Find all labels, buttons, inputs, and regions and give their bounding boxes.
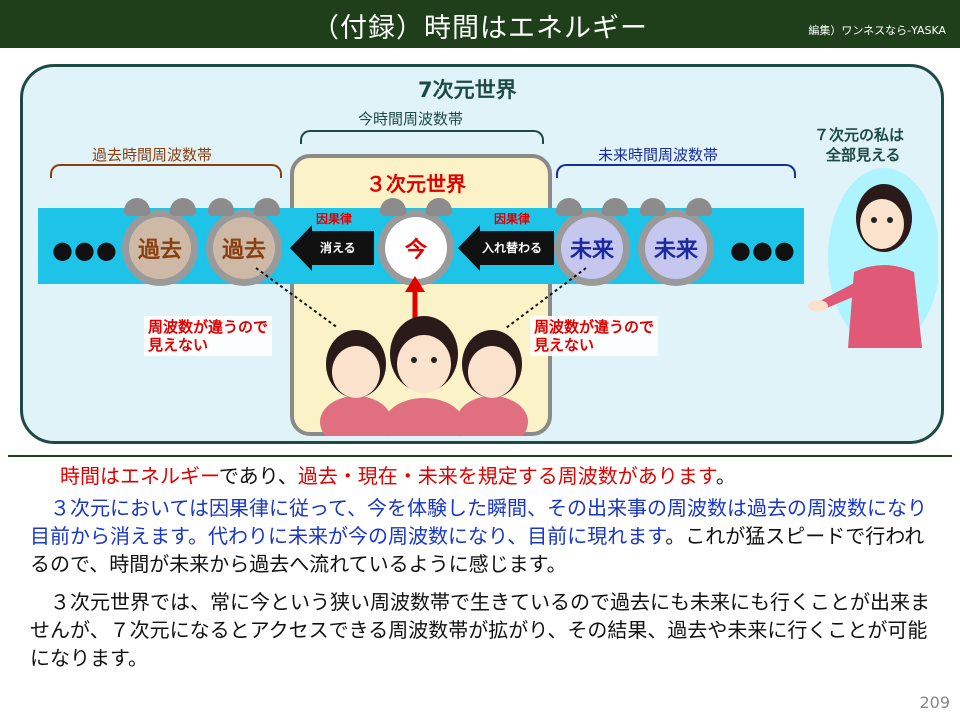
causality-arrow-right: 入れ替わる — [458, 225, 554, 271]
note-left-line1: 周波数が違うので — [148, 318, 269, 336]
p1-red-phrase-2: 過去・現在・未来を規定する周波数があります — [297, 464, 716, 488]
future-clock-2: 未来 — [638, 198, 714, 286]
p1-text-a: であり、 — [218, 464, 298, 488]
arrow-left-bottom-text: 消える — [320, 241, 356, 255]
note-left-line2: 見えない — [148, 336, 209, 354]
note-right: 周波数が違うので 見えない — [530, 316, 659, 356]
causality-arrow-left: 消える — [290, 225, 374, 271]
slide-header: （付録）時間はエネルギー 編集）ワンネスなら-YASKA — [0, 0, 960, 48]
note-left: 周波数が違うので 見えない — [144, 316, 273, 356]
diagram-area: 7次元世界 今時間周波数帯 過去時間周波数帯 未来時間周波数帯 ３次元世界 ●●… — [8, 50, 952, 457]
past-band-brace — [50, 164, 282, 178]
red-up-arrow-head — [405, 276, 425, 292]
page-number: 209 — [919, 693, 950, 712]
past-clock-1: 過去 — [122, 198, 198, 286]
ellipsis-right: ●●● — [730, 236, 796, 264]
note-right-line1: 周波数が違うので — [534, 318, 655, 336]
slide-title: （付録）時間はエネルギー — [312, 13, 648, 44]
future-clock-1: 未来 — [554, 198, 630, 286]
future-clock-1-label: 未来 — [569, 238, 614, 263]
now-band-label: 今時間周波数帯 — [358, 110, 464, 128]
dotted-view-line-left — [255, 267, 339, 329]
person-center — [384, 316, 464, 436]
observer-label-line2: 全部見える — [826, 146, 901, 164]
seven-dimension-observer-illustration — [808, 168, 938, 348]
paragraph-3: ３次元世界では、常に今という狭い周波数帯で生きているので過去にも未来にも行くこと… — [30, 590, 930, 670]
paragraph-2: ３次元においては因果律に従って、今を体験した瞬間、その出来事の周波数は過去の周波… — [30, 494, 930, 578]
future-band-label: 未来時間周波数帯 — [598, 146, 719, 164]
body-text: 時間はエネルギーであり、過去・現在・未来を規定する周波数があります。 ３次元にお… — [30, 462, 930, 672]
p2-text: 。これが猛スピードで行われるので、時間が未来から過去へ流れているように感じます。 — [30, 524, 925, 576]
past-clock-1-label: 過去 — [137, 238, 182, 263]
credit-text: 編集）ワンネスなら-YASKA — [808, 24, 946, 37]
seven-dimension-world-label: 7次元世界 — [418, 78, 517, 102]
person-right — [456, 330, 528, 436]
note-right-line2: 見えない — [534, 336, 595, 354]
arrow-right-bottom-text: 入れ替わる — [482, 241, 543, 255]
three-dimension-world-label: ３次元世界 — [366, 172, 466, 196]
future-clock-2-label: 未来 — [653, 238, 698, 263]
p2-blue-text: ３次元においては因果律に従って、今を体験した瞬間、その出来事の周波数は過去の周波… — [30, 496, 927, 548]
p1-text-b: 。 — [715, 464, 736, 488]
ellipsis-left: ●●● — [52, 236, 118, 264]
observer-label-line1: ７次元の私は — [814, 126, 905, 144]
past-clock-2-label: 過去 — [221, 238, 266, 263]
arrow-right-top-text: 因果律 — [494, 212, 531, 226]
past-clock-2: 過去 — [206, 198, 282, 286]
person-left — [320, 330, 392, 436]
p1-red-phrase-1: 時間はエネルギー — [60, 464, 219, 488]
arrow-left-top-text: 因果律 — [316, 212, 353, 226]
three-people-illustration — [320, 316, 528, 436]
future-band-brace — [556, 164, 796, 178]
now-clock-label: 今 — [404, 238, 427, 263]
dotted-view-line-right — [505, 267, 587, 329]
past-band-label: 過去時間周波数帯 — [92, 146, 213, 164]
paragraph-1: 時間はエネルギーであり、過去・現在・未来を規定する周波数があります。 — [30, 462, 930, 490]
now-clock: 今 — [378, 198, 454, 286]
now-band-brace — [300, 130, 544, 144]
